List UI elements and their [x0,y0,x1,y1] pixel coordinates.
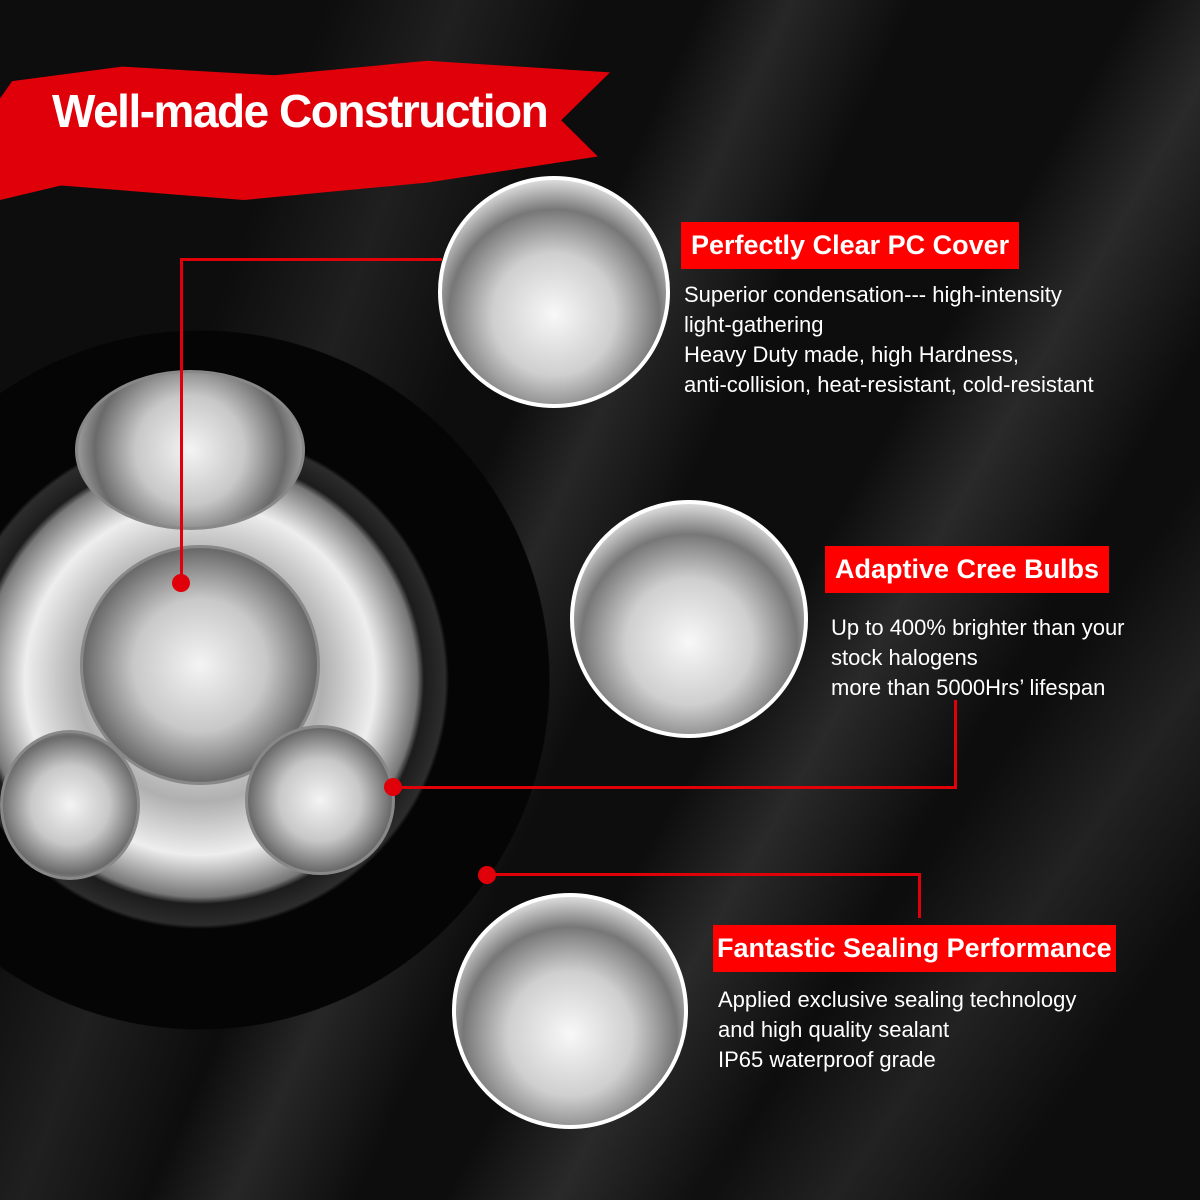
callout-dot [478,866,496,884]
callout-dot [172,574,190,592]
feature-description: Applied exclusive sealing technology and… [718,985,1076,1075]
callout-line [918,873,921,918]
description-line: stock halogens [831,645,978,670]
description-line: anti-collision, heat-resistant, cold-res… [684,372,1094,397]
description-line: IP65 waterproof grade [718,1047,936,1072]
callout-line [393,786,957,789]
feature-heading: Fantastic Sealing Performance [713,925,1116,972]
callout-line [954,700,957,789]
callout-line [487,873,921,876]
feature-heading: Perfectly Clear PC Cover [681,222,1020,269]
pc-cover-detail-image [438,176,670,408]
page-title: Well-made Construction [52,85,549,137]
description-line: Heavy Duty made, high Hardness, [684,342,1020,367]
sealing-detail-image [452,893,688,1129]
feature-description: Up to 400% brighter than your stock halo… [831,613,1125,703]
lower-left-lens [0,730,140,880]
description-line: Applied exclusive sealing technology [718,987,1077,1012]
description-line: Superior condensation--- high-intensity [684,282,1062,307]
callout-line [180,258,442,261]
headlight-image [0,330,550,1030]
cree-bulb-detail-image [570,500,808,738]
callout-dot [384,778,402,796]
feature-description: Superior condensation--- high-intensity … [684,280,1094,400]
description-line: more than 5000Hrs’ lifespan [831,675,1106,700]
callout-line [180,258,183,583]
feature-heading: Adaptive Cree Bulbs [825,546,1110,593]
top-lens [75,370,305,530]
description-line: and high quality sealant [718,1017,950,1042]
description-line: light-gathering [684,312,824,337]
description-line: Up to 400% brighter than your [831,615,1125,640]
lower-right-lens [245,725,395,875]
